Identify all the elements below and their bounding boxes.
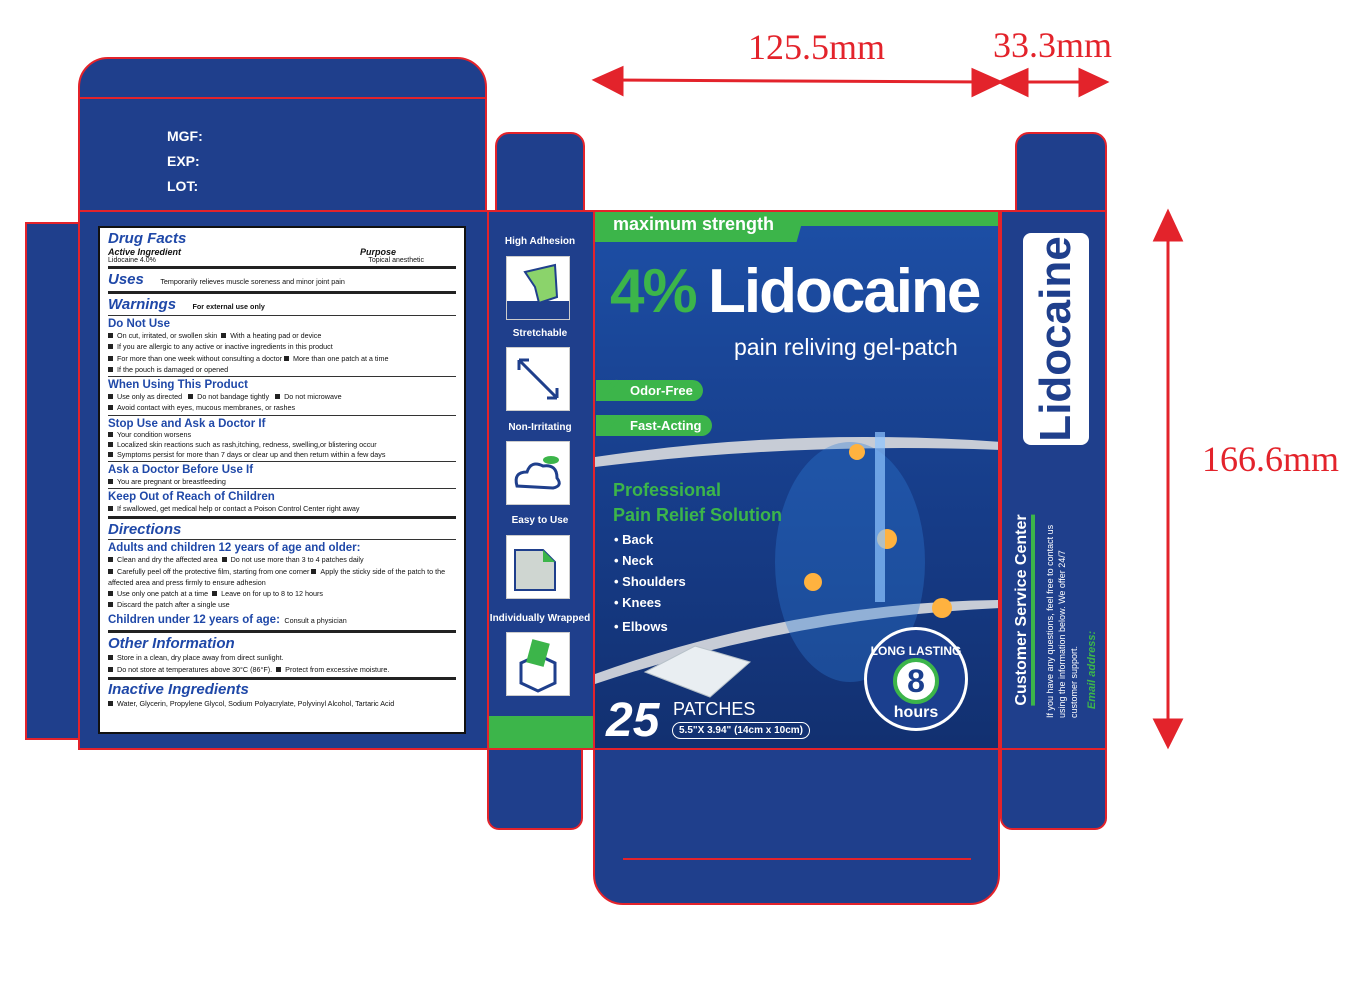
brand-title: Lidocaine	[708, 257, 981, 326]
feature-label: Individually Wrapped	[489, 613, 591, 624]
uses-title: Uses	[108, 271, 144, 288]
list-item: On cut, irritated, or swollen skin	[117, 331, 218, 340]
area-item: Elbows	[622, 619, 668, 634]
list-item: Do not store at temperatures above 30°C …	[117, 664, 273, 674]
area-item: Back	[622, 532, 654, 547]
feature-label: Stretchable	[512, 328, 568, 339]
list-item: Use only one patch at a time	[117, 588, 209, 598]
area-item: Shoulders	[622, 574, 686, 589]
long-lasting-seal: LONG LASTING 8 hours	[864, 627, 968, 731]
badge-fast-acting: Fast-Acting	[596, 415, 712, 436]
patch-size: 5.5"X 3.94" (14cm x 10cm)	[672, 722, 811, 739]
list-item: Apply the sticky side of the patch to th…	[108, 566, 446, 587]
list-item: Your condition worsens	[117, 429, 192, 439]
keep-out-title: Keep Out of Reach of Children	[108, 491, 275, 504]
active-ingredient: Lidocaine 4.0%	[108, 257, 156, 264]
directions-title: Directions	[108, 521, 182, 539]
patch-apply-icon	[506, 535, 570, 599]
list-item: Carefully peel off the protective film, …	[117, 566, 310, 576]
drug-facts-box: Drug Facts Active Ingredient Purpose Lido…	[98, 226, 466, 734]
when-using-title: When Using This Product	[108, 379, 248, 392]
gel-patch-image	[643, 645, 752, 698]
customer-service-title: Customer Service Center	[1013, 514, 1035, 706]
top-tuck-flap	[78, 57, 487, 212]
glue-flap	[25, 222, 80, 740]
bottom-dust-flap-left	[487, 748, 583, 830]
list-item: If you are allergic to any active or ina…	[117, 342, 333, 352]
patch-count: 25	[606, 694, 660, 747]
swoosh-decoration	[595, 432, 998, 684]
list-item: Clean and dry the affected area	[117, 555, 218, 565]
solution-line: Professional	[613, 480, 722, 500]
percent-label: 4%	[610, 257, 698, 326]
strength-banner: maximum strength	[613, 214, 775, 234]
seal-number: 8	[893, 658, 939, 704]
side-dust-flap-right	[1015, 132, 1107, 212]
seal-bottom-text: hours	[893, 704, 939, 721]
ask-doctor-title: Ask a Doctor Before Use If	[108, 463, 254, 476]
feature-label: Easy to Use	[511, 515, 569, 526]
bottom-tuck-flap	[593, 748, 1000, 905]
side-dust-flap-left	[495, 132, 585, 212]
feature-label: Non-Irritating	[508, 422, 572, 433]
active-ingredient-label: Active Ingredient	[108, 247, 182, 257]
list-item: You are pregnant or breastfeeding	[117, 476, 226, 486]
stop-use-title: Stop Use and Ask a Doctor If	[108, 417, 266, 430]
seal-top-text: LONG LASTING	[870, 644, 962, 658]
list-item: Do not use more than 3 to 4 patches dail…	[230, 555, 364, 565]
list-item: If the pouch is damaged or opened	[117, 364, 229, 374]
email-label: Email address:	[1086, 630, 1098, 710]
solution-line: Pain Relief Solution	[613, 505, 783, 525]
width-dimension: 125.5mm	[748, 27, 886, 67]
height-dimension: 166.6mm	[1202, 439, 1340, 479]
list-item: With a heating pad or device	[230, 331, 322, 340]
list-item: Do not bandage tightly	[197, 392, 270, 402]
area-item: Neck	[622, 553, 654, 568]
inactive-title: Inactive Ingredients	[108, 680, 249, 698]
depth-dimension: 33.3mm	[993, 25, 1113, 65]
mgf-label: MGF:	[167, 128, 203, 144]
warnings-sub: For external use only	[192, 302, 265, 311]
list-item: For more than one week without consultin…	[117, 353, 283, 363]
patch-count-label: PATCHES	[673, 699, 756, 719]
list-item: Store in a clean, dry place away from di…	[117, 653, 284, 663]
purpose-label: Purpose	[359, 247, 396, 257]
check-icon: ✔	[598, 409, 622, 440]
do-not-use-title: Do Not Use	[108, 318, 170, 330]
warnings-title: Warnings	[108, 296, 177, 313]
list-item: Do not microwave	[284, 392, 342, 402]
side-brand-box	[1023, 233, 1089, 445]
list-item: Avoid contact with eyes, mucous membrane…	[117, 403, 296, 413]
uses-text: Temporarily relieves muscle soreness and…	[160, 277, 345, 286]
exp-label: EXP:	[167, 153, 200, 169]
stretch-icon	[506, 347, 570, 411]
adhesion-icon	[506, 256, 570, 320]
lot-label: LOT:	[167, 178, 199, 194]
adults-title: Adults and children 12 years of age and …	[108, 542, 361, 555]
list-item: Leave on for up to 8 to 12 hours	[221, 588, 323, 598]
inactive-ingredients: Water, Glycerin, Propylene Glycol, Sodiu…	[117, 698, 395, 708]
side-brand-title: Lidocaine	[1031, 236, 1080, 442]
package-icon	[506, 632, 570, 696]
other-info-title: Other Information	[108, 635, 235, 653]
children-title: Children under 12 years of age:	[108, 614, 280, 627]
area-item: Knees	[622, 595, 662, 610]
list-item: Discard the patch after a single use	[117, 599, 230, 609]
badge-odor-free: Odor-Free	[596, 380, 703, 401]
list-item: Localized skin reactions such as rash,it…	[117, 439, 377, 449]
drug-facts-title: Drug Facts	[108, 230, 187, 247]
bottom-dust-flap-right	[1000, 748, 1107, 830]
list-item: More than one patch at a time	[293, 353, 389, 363]
list-item: Symptoms persist for more than 7 days or…	[117, 449, 386, 459]
list-item: Protect from excessive moisture.	[285, 664, 390, 674]
product-subtitle: pain reliving gel-patch	[734, 334, 958, 360]
check-icon: ✔	[598, 373, 622, 404]
customer-service-text: If you have any questions, feel free to …	[1045, 524, 1079, 718]
children-text: Consult a physician	[284, 616, 347, 626]
feature-label: High Adhesion	[504, 236, 576, 247]
purpose: Topical anesthetic	[368, 257, 424, 264]
cloud-leaf-icon	[506, 441, 570, 505]
list-item: Use only as directed	[117, 392, 183, 402]
list-item: If swallowed, get medical help or contac…	[117, 504, 360, 514]
